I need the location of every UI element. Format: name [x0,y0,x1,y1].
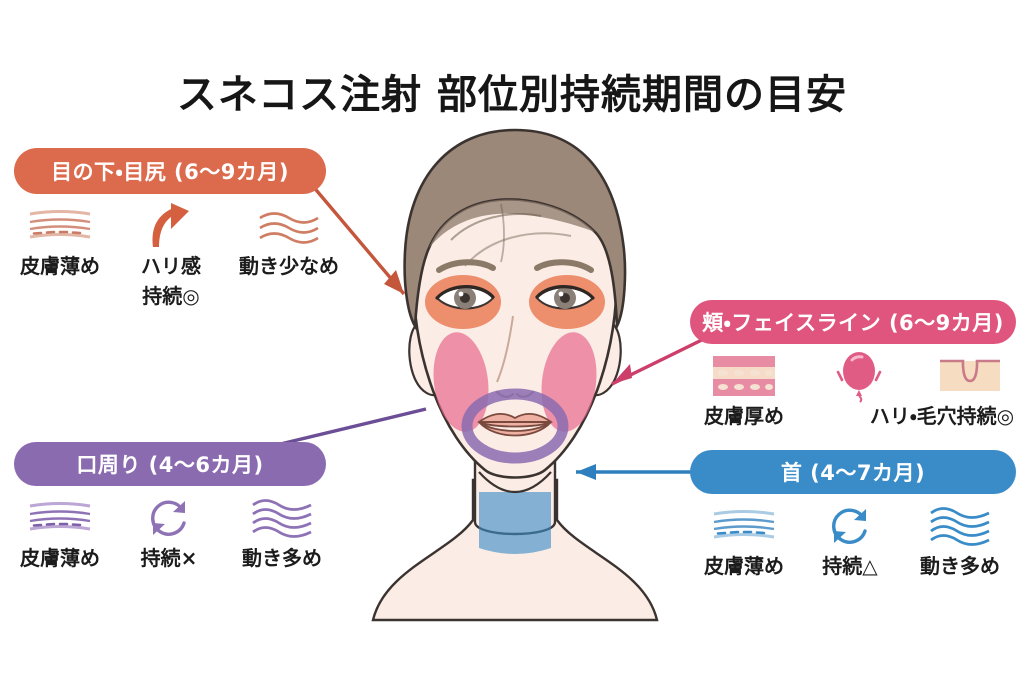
region-items-under-eye: 皮膚薄め ハリ感 持続◎ 動き少なめ [8,200,348,309]
right-eyebrow [534,259,594,273]
hair-strand-2 [464,232,572,267]
arrow-neck [576,464,696,480]
arrow-cheek [611,332,715,386]
left-eye [435,285,495,310]
neck-zone [479,492,551,554]
item-skin-thin: 皮膚薄め [692,500,796,580]
skin-thin-icon [710,500,778,552]
item-caption-second: 持続◎ [142,283,200,308]
item-skin-thin: 皮膚薄め [8,200,112,309]
item-motion-high: 動き多め [226,492,338,572]
female-face-front-illustration [371,128,659,622]
item-skin-thick: 皮膚厚め [690,350,798,430]
left-eyebrow [436,259,496,273]
region-items-cheek-faceline: 皮膚厚め ハリ・毛穴持続◎ [690,350,1020,430]
motion-low-waves-icon [256,200,322,252]
skin-thin-icon [26,200,94,252]
region-label-cheek-faceline[interactable]: 頬・フェイスライン (6〜9カ月) [690,300,1016,344]
item-motion-high: 動き多め [904,500,1016,580]
arrow-under-eye [304,176,406,296]
item-motion-low: 動き少なめ [230,200,348,309]
motion-high-waves-icon [927,500,993,552]
pore-icon [937,350,1003,402]
item-firmness: ハリ感 持続◎ [119,200,223,309]
hair-strand-1 [450,213,542,241]
page-title: スネコス注射 部位別持続期間の目安 [176,72,848,118]
item-caption: 持続× [140,546,198,570]
motion-high-waves-icon [249,492,315,544]
upper-lip [477,413,553,428]
region-items-mouth-area: 皮膚薄め 持続× 動き多め [8,492,338,572]
region-label-text: 頬・フェイスライン (6〜9カ月) [702,311,1004,335]
item-caption: ハリ感 [141,254,201,278]
item-skin-thin: 皮膚薄め [8,492,112,572]
duration-cycle-icon [826,500,874,552]
jaw-shadow [478,471,552,494]
item-caption: 皮膚薄め [20,254,100,278]
item-duration: 持続△ [798,500,902,580]
item-caption: ハリ・毛穴持続◎ [869,404,1015,428]
skin-thick-icon [709,350,779,402]
region-label-text: 目の下・目尻 (6〜9カ月) [51,160,289,184]
skin-thin-icon [26,492,94,544]
firmness-up-arrow-icon [145,200,197,252]
region-label-mouth-area[interactable]: 口周り (4〜6カ月) [14,442,326,486]
item-caption: 皮膚薄め [704,554,784,578]
item-caption: 皮膚薄め [20,546,100,570]
balloon-firmness-icon [832,350,886,403]
region-label-text: 首 (4〜7カ月) [780,461,926,485]
duration-cycle-icon [145,492,193,544]
right-eye [535,285,595,310]
mouth-ring-zone [461,388,569,464]
region-label-under-eye[interactable]: 目の下・目尻 (6〜9カ月) [14,148,326,194]
item-caption: 動き多め [242,546,322,570]
item-caption: 動き多め [920,554,1000,578]
hair-fringe [429,199,595,248]
item-caption: 動き少なめ [239,254,339,278]
hair-strand-3 [500,203,505,263]
region-items-neck: 皮膚薄め 持続△ 動き多め [692,500,1016,580]
region-label-neck[interactable]: 首 (4〜7カ月) [690,450,1016,494]
item-balloon-firmness [811,350,907,403]
nose [496,315,514,383]
item-caption: 皮膚厚め [704,404,784,428]
item-pore: ハリ・毛穴持続◎ [870,350,1020,430]
region-label-text: 口周り (4〜6カ月) [76,453,264,477]
item-caption: 持続△ [822,554,878,578]
item-duration: 持続× [119,492,219,572]
